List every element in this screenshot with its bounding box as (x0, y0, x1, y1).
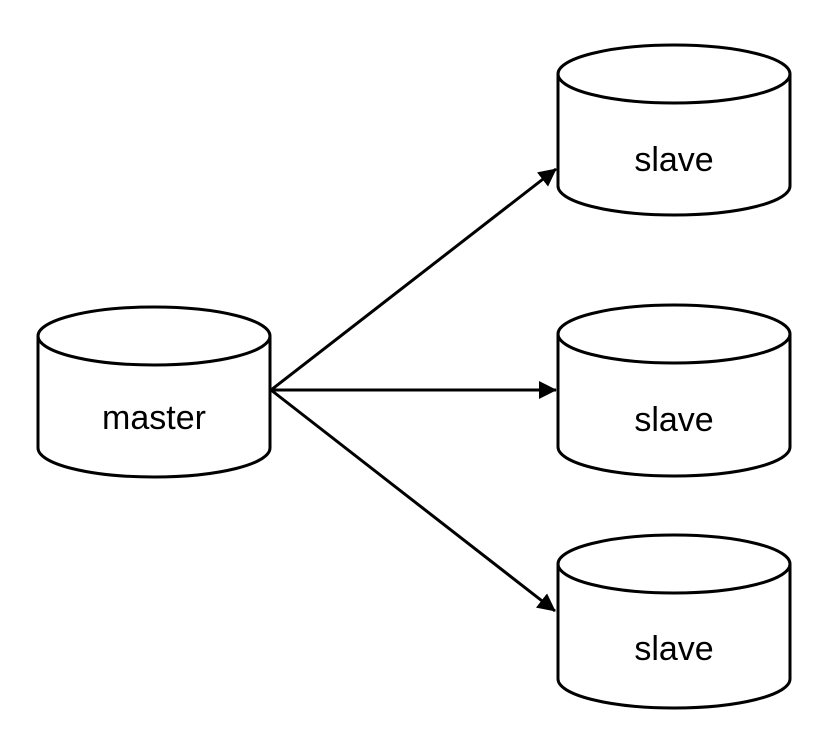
edges (270, 167, 557, 613)
database-cylinder-top (556, 303, 792, 365)
database-cylinder-body (556, 334, 792, 478)
database-cylinder-body (36, 336, 272, 479)
arrow-master-to-slave-3 (270, 388, 556, 613)
node-master: master (36, 305, 272, 479)
node-label-slave-3: slave (634, 630, 713, 668)
node-slave-1: slave (556, 43, 792, 217)
database-cylinder-top (556, 533, 792, 595)
node-slave-2: slave (556, 303, 792, 478)
node-label-slave-1: slave (634, 141, 713, 179)
arrow-master-to-slave-1 (270, 167, 557, 392)
database-cylinder-top (36, 305, 272, 367)
node-label-slave-2: slave (634, 401, 713, 439)
database-cylinder-top (556, 43, 792, 105)
database-cylinder-body (556, 74, 792, 217)
node-label-master: master (102, 399, 206, 437)
node-slave-3: slave (556, 533, 792, 710)
database-cylinder-body (556, 564, 792, 710)
